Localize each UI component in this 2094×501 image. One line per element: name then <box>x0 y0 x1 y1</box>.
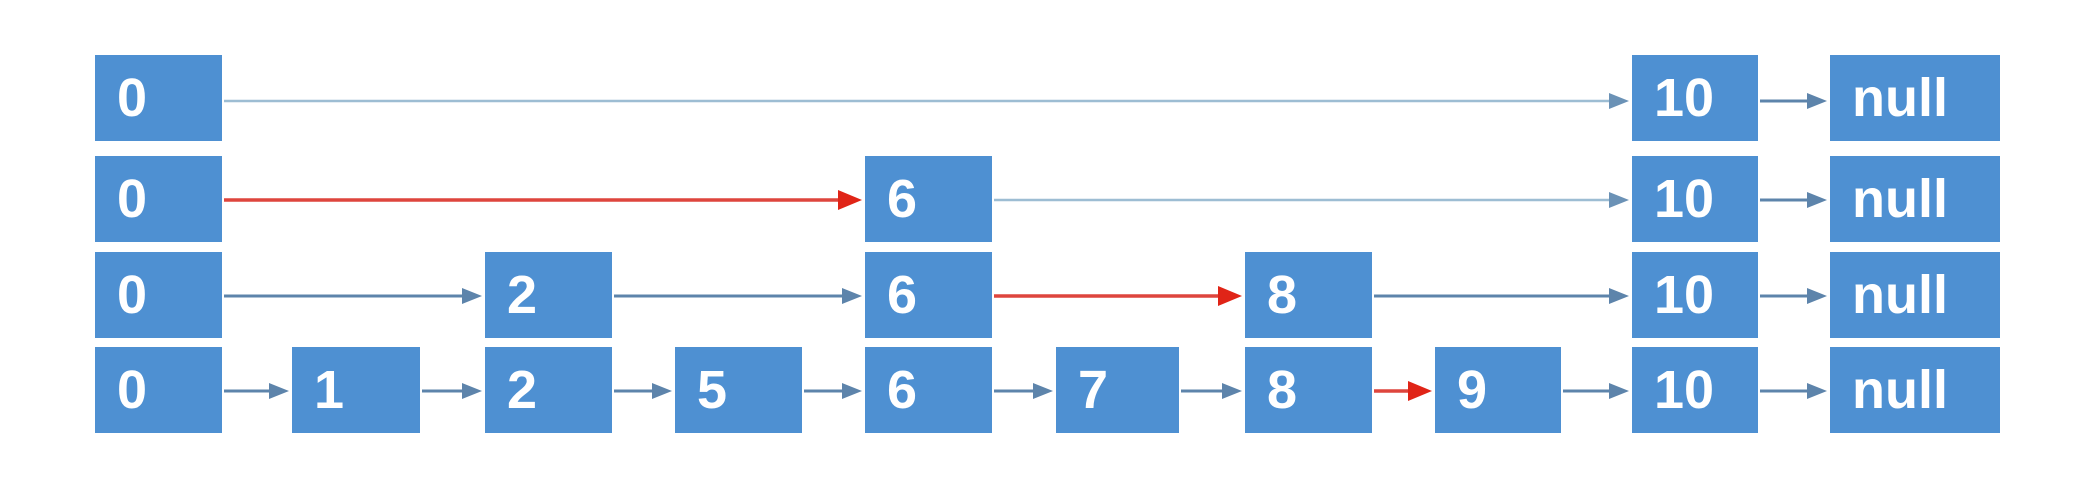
red-arrowhead-icon <box>1408 381 1432 401</box>
link-level-2-2-to-6 <box>614 288 862 304</box>
node-level-1-6: 6 <box>865 347 992 433</box>
blue-arrowhead-icon <box>1609 288 1629 304</box>
node-value-label: 2 <box>507 360 538 420</box>
blue-arrowhead-icon <box>842 288 862 304</box>
node-level-1-10: 10 <box>1632 347 1758 433</box>
node-value-label: 1 <box>314 360 345 420</box>
link-level-1-5-to-6 <box>804 383 862 399</box>
node-level-1-2: 2 <box>485 347 612 433</box>
node-value-label: 5 <box>697 360 728 420</box>
node-level-3-null: null <box>1830 156 2000 242</box>
node-value-label: 0 <box>117 360 148 420</box>
blue-arrowhead-icon <box>1807 288 1827 304</box>
node-value-label: 2 <box>507 265 538 325</box>
node-level-4-null: null <box>1830 55 2000 141</box>
blue-arrowhead-icon <box>1609 93 1629 109</box>
node-level-1-8: 8 <box>1245 347 1372 433</box>
node-value-label: 0 <box>117 68 148 128</box>
node-level-1-9: 9 <box>1435 347 1561 433</box>
link-level-2-10-to-null <box>1760 288 1827 304</box>
link-level-1-1-to-2 <box>422 383 482 399</box>
node-level-4-10: 10 <box>1632 55 1758 141</box>
node-value-label: 0 <box>117 169 148 229</box>
blue-arrowhead-icon <box>1033 383 1053 399</box>
node-value-label: 8 <box>1267 360 1298 420</box>
node-value-label: null <box>1852 265 1948 325</box>
node-level-4-0: 0 <box>95 55 222 141</box>
link-level-4-10-to-null <box>1760 93 1827 109</box>
link-level-4-0-to-10 <box>224 93 1629 109</box>
node-level-1-0: 0 <box>95 347 222 433</box>
blue-arrowhead-icon <box>842 383 862 399</box>
link-level-1-10-to-null <box>1760 383 1827 399</box>
link-level-3-6-to-10 <box>994 192 1629 208</box>
link-level-2-6-to-8 <box>994 286 1242 306</box>
node-level-3-6: 6 <box>865 156 992 242</box>
link-level-2-0-to-2 <box>224 288 482 304</box>
node-level-1-5: 5 <box>675 347 802 433</box>
blue-arrowhead-icon <box>462 383 482 399</box>
node-value-label: null <box>1852 169 1948 229</box>
node-level-2-2: 2 <box>485 252 612 338</box>
node-level-1-7: 7 <box>1056 347 1179 433</box>
link-level-1-0-to-1 <box>224 383 289 399</box>
node-value-label: 10 <box>1654 265 1715 325</box>
red-arrowhead-icon <box>838 190 862 210</box>
node-value-label: 0 <box>117 265 148 325</box>
node-value-label: null <box>1852 360 1948 420</box>
link-level-3-0-to-6 <box>224 190 862 210</box>
node-value-label: 9 <box>1457 360 1488 420</box>
node-level-1-null: null <box>1830 347 2000 433</box>
node-value-label: 7 <box>1078 360 1109 420</box>
link-level-3-10-to-null <box>1760 192 1827 208</box>
node-level-2-6: 6 <box>865 252 992 338</box>
node-value-label: 10 <box>1654 360 1715 420</box>
link-level-1-7-to-8 <box>1181 383 1242 399</box>
node-level-3-0: 0 <box>95 156 222 242</box>
node-value-label: 6 <box>887 169 918 229</box>
node-value-label: 10 <box>1654 68 1715 128</box>
node-value-label: null <box>1852 68 1948 128</box>
red-arrowhead-icon <box>1218 286 1242 306</box>
node-value-label: 10 <box>1654 169 1715 229</box>
node-level-2-null: null <box>1830 252 2000 338</box>
node-value-label: 6 <box>887 265 918 325</box>
link-level-1-6-to-7 <box>994 383 1053 399</box>
node-level-2-0: 0 <box>95 252 222 338</box>
node-value-label: 6 <box>887 360 918 420</box>
blue-arrowhead-icon <box>1807 192 1827 208</box>
link-level-2-8-to-10 <box>1374 288 1629 304</box>
link-level-1-2-to-5 <box>614 383 672 399</box>
node-level-1-1: 1 <box>292 347 420 433</box>
blue-arrowhead-icon <box>1807 383 1827 399</box>
node-level-3-10: 10 <box>1632 156 1758 242</box>
blue-arrowhead-icon <box>1609 383 1629 399</box>
blue-arrowhead-icon <box>1609 192 1629 208</box>
node-value-label: 8 <box>1267 265 1298 325</box>
link-level-1-8-to-9 <box>1374 381 1432 401</box>
node-level-2-8: 8 <box>1245 252 1372 338</box>
blue-arrowhead-icon <box>1807 93 1827 109</box>
blue-arrowhead-icon <box>269 383 289 399</box>
link-level-1-9-to-10 <box>1563 383 1629 399</box>
blue-arrowhead-icon <box>652 383 672 399</box>
blue-arrowhead-icon <box>462 288 482 304</box>
node-level-2-10: 10 <box>1632 252 1758 338</box>
blue-arrowhead-icon <box>1222 383 1242 399</box>
